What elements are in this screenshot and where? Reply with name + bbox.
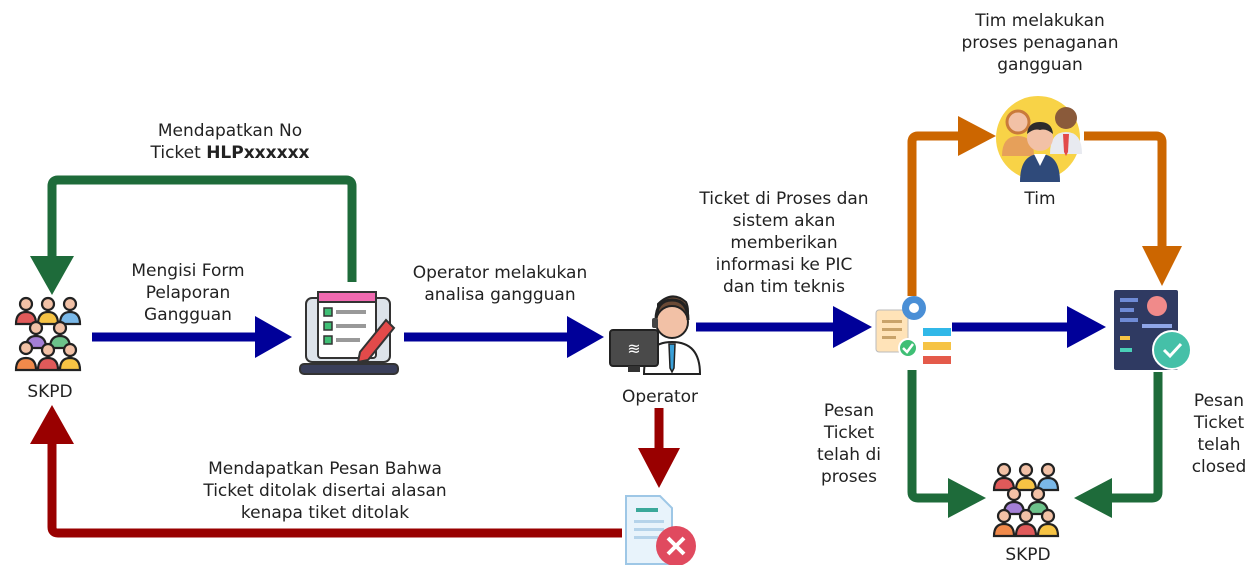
label-msg-closed-l4: closed	[1191, 457, 1247, 477]
label-fill-form-l3: Gangguan	[144, 305, 232, 325]
arrow-team-to-closed-head	[1142, 246, 1182, 286]
svg-text:≋: ≋	[627, 339, 640, 358]
label-fill-form-l1: Mengisi Form	[131, 261, 245, 281]
label-msg-closed-l3: telah	[1197, 435, 1241, 455]
label-ticket-processed-l3: memberikan	[730, 233, 838, 253]
label-operator-analysis-l2: analisa gangguan	[424, 285, 576, 305]
label-team-handling: Tim melakukan proses penaganan gangguan	[940, 10, 1140, 76]
label-msg-closed-l2: Ticket	[1193, 413, 1245, 433]
node-label-skpd-left: SKPD	[27, 382, 73, 402]
arrow-to-team-head	[958, 116, 996, 156]
label-get-ticket-line2: Ticket HLPxxxxxx	[110, 142, 350, 164]
label-team-handling-l3: gangguan	[997, 55, 1083, 75]
label-fill-form: Mengisi Form Pelaporan Gangguan	[108, 260, 268, 326]
label-msg-processed-l1: Pesan	[823, 401, 875, 421]
label-ticket-processed-l2: sistem akan	[732, 211, 836, 231]
label-fill-form-l2: Pelaporan	[145, 283, 231, 303]
label-msg-processed-l3: telah di	[817, 445, 881, 465]
arrow-ticket-number-head	[30, 256, 74, 295]
label-msg-closed-l1: Pesan	[1193, 391, 1245, 411]
laptop-form-icon	[299, 291, 399, 375]
arrow-process-to-closed-head	[1067, 306, 1106, 348]
label-get-ticket-line1: Mendapatkan No	[157, 121, 303, 141]
label-ticket-processed: Ticket di Proses dan sistem akan memberi…	[680, 188, 888, 298]
team-icon	[996, 96, 1082, 182]
label-operator-analysis: Operator melakukan analisa gangguan	[390, 262, 610, 306]
arrow-rejected-back-head	[30, 405, 74, 444]
operator-headset-icon: ≋	[609, 295, 702, 375]
arrow-msg-closed-head	[1074, 478, 1112, 518]
arrows	[30, 116, 1182, 538]
label-msg-processed: Pesan Ticket telah di proses	[804, 400, 894, 488]
label-operator-analysis-l1: Operator melakukan	[412, 263, 588, 283]
label-get-ticket-number: Mendapatkan No Ticket HLPxxxxxx	[110, 120, 350, 164]
arrow-to-team	[907, 131, 962, 296]
arrow-ticket-number	[47, 175, 357, 282]
label-team-handling-l2: proses penaganan	[961, 33, 1119, 53]
label-msg-processed-l4: proses	[821, 467, 877, 487]
label-msg-processed-l2: Ticket	[823, 423, 875, 443]
people-group-icon	[992, 462, 1060, 538]
arrow-team-to-closed	[1084, 131, 1167, 250]
node-label-operator: Operator	[621, 387, 699, 407]
label-ticket-code: HLPxxxxxx	[206, 143, 310, 163]
label-rejected-l3: kenapa tiket ditolak	[240, 503, 410, 523]
arrow-rejected-back	[47, 440, 622, 538]
label-ticket-processed-l4: informasi ke PIC	[715, 255, 853, 275]
label-rejected-l2: Ticket ditolak disertai alasan	[203, 481, 447, 501]
arrow-fill-form-head	[255, 316, 292, 358]
label-msg-closed: Pesan Ticket telah closed	[1183, 390, 1255, 478]
arrow-msg-closed	[1108, 372, 1163, 503]
arrow-rejected-down-head	[638, 448, 680, 488]
document-rejected-icon	[625, 495, 696, 565]
label-ticket-processed-l5: dan tim teknis	[722, 277, 846, 297]
label-get-ticket-prefix: Ticket	[150, 143, 207, 163]
node-label-skpd-right: SKPD	[1005, 545, 1051, 565]
label-rejected-l1: Mendapatkan Pesan Bahwa	[208, 459, 442, 479]
arrow-ticket-processed-head	[833, 306, 872, 348]
arrow-msg-processed	[907, 370, 952, 503]
label-ticket-processed-l1: Ticket di Proses dan	[699, 189, 869, 209]
workflow-gear-icon	[875, 296, 951, 364]
node-label-team: Tim	[1024, 189, 1056, 209]
label-rejected: Mendapatkan Pesan Bahwa Ticket ditolak d…	[175, 458, 475, 524]
label-team-handling-l1: Tim melakukan	[975, 11, 1105, 31]
people-group-icon	[14, 296, 82, 372]
profile-approved-icon	[1114, 290, 1192, 370]
arrow-msg-processed-head	[948, 478, 986, 518]
arrow-operator-analysis-head	[567, 316, 604, 358]
